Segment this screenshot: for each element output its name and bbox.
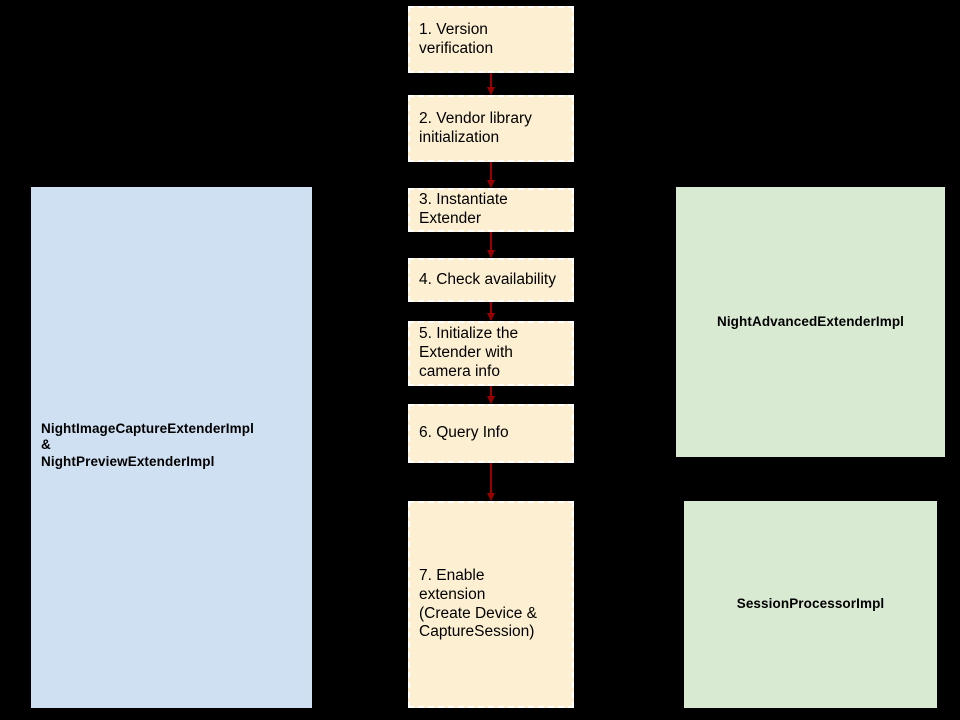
flow-step-2-label: 2. Vendor library initialization — [419, 109, 532, 146]
connector-arrow-step6-step7 — [490, 463, 492, 500]
group-box-session-processor[interactable]: SessionProcessorImpl — [684, 501, 937, 708]
flow-step-4-check-availability[interactable]: 4. Check availability — [408, 258, 574, 302]
connector-arrow-step3-step4 — [490, 232, 492, 257]
connector-arrow-step2-step3 — [490, 162, 492, 187]
flow-step-2-vendor-library-initialization[interactable]: 2. Vendor library initialization — [408, 95, 574, 162]
group-label-basic-extender: NightImageCaptureExtenderImpl & NightPre… — [41, 421, 254, 469]
flow-step-3-label: 3. Instantiate Extender — [419, 191, 508, 227]
connector-arrow-step4-step5 — [490, 302, 492, 320]
group-box-advanced-extender[interactable]: NightAdvancedExtenderImpl — [676, 187, 945, 457]
flow-step-1-label: 1. Version verification — [419, 20, 494, 57]
connector-arrow-step5-step6 — [490, 386, 492, 403]
flow-step-7-enable-extension[interactable]: 7. Enable extension (Create Device & Cap… — [408, 501, 574, 708]
group-box-basic-extender[interactable]: NightImageCaptureExtenderImpl & NightPre… — [31, 187, 312, 708]
flow-step-6-query-info[interactable]: 6. Query Info — [408, 404, 574, 463]
flow-step-3-instantiate-extender[interactable]: 3. Instantiate Extender — [408, 188, 574, 232]
group-label-session-processor: SessionProcessorImpl — [736, 596, 885, 612]
flow-step-4-label: 4. Check availability — [419, 270, 556, 288]
flow-step-5-label: 5. Initialize the Extender with camera i… — [419, 325, 519, 380]
flow-step-1-version-verification[interactable]: 1. Version verification — [408, 6, 574, 73]
group-label-advanced-extender: NightAdvancedExtenderImpl — [716, 313, 905, 329]
flow-step-7-label: 7. Enable extension (Create Device & Cap… — [419, 566, 538, 641]
flow-step-6-label: 6. Query Info — [419, 424, 509, 442]
flow-step-5-initialize-extender-with-camera-info[interactable]: 5. Initialize the Extender with camera i… — [408, 321, 574, 386]
connector-arrow-step1-step2 — [490, 73, 492, 94]
